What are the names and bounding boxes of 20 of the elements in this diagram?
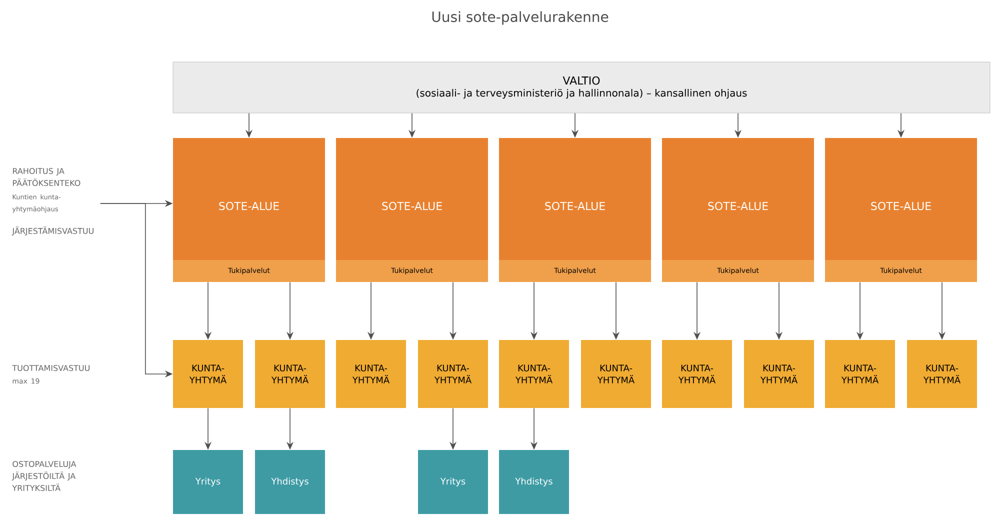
row-label: TUOTTAMISVASTUU — [12, 364, 90, 372]
provider-box: Yhdistys — [499, 450, 569, 514]
state-box: VALTIO (sosiaali- ja terveysministeriö ja hallinnonala) – kansallinen ohjaus — [172, 62, 990, 114]
row-label: OSTOPALVELUJA JÄRJESTÖILTÄ JA YRITYKSILTÄ — [12, 460, 76, 492]
federation-box: KUNTA- YHTYMÄ — [581, 340, 651, 408]
federation-box: KUNTA- YHTYMÄ — [173, 340, 243, 408]
federation-box: KUNTA- YHTYMÄ — [825, 340, 895, 408]
federation-box: KUNTA- YHTYMÄ — [418, 340, 488, 408]
row-label: JÄRJESTÄMISVASTUU — [12, 226, 94, 236]
provider-box: Yhdistys — [255, 450, 325, 514]
federation-box: KUNTA- YHTYMÄ — [907, 340, 977, 408]
title: Uusi sote-palvelurakenne — [432, 11, 608, 25]
federation-box: KUNTA- YHTYMÄ — [662, 340, 732, 408]
provider-box: Yritys — [173, 450, 243, 514]
federation-box: KUNTA- YHTYMÄ — [744, 340, 814, 408]
row-label: RAHOITUS JA PÄÄTÖKSENTEKO — [13, 168, 80, 186]
provider-box: Yritys — [418, 450, 488, 514]
federation-box: KUNTA- YHTYMÄ — [499, 340, 569, 408]
federation-box: KUNTA- YHTYMÄ — [336, 340, 406, 408]
federation-box: KUNTA- YHTYMÄ — [255, 340, 325, 408]
